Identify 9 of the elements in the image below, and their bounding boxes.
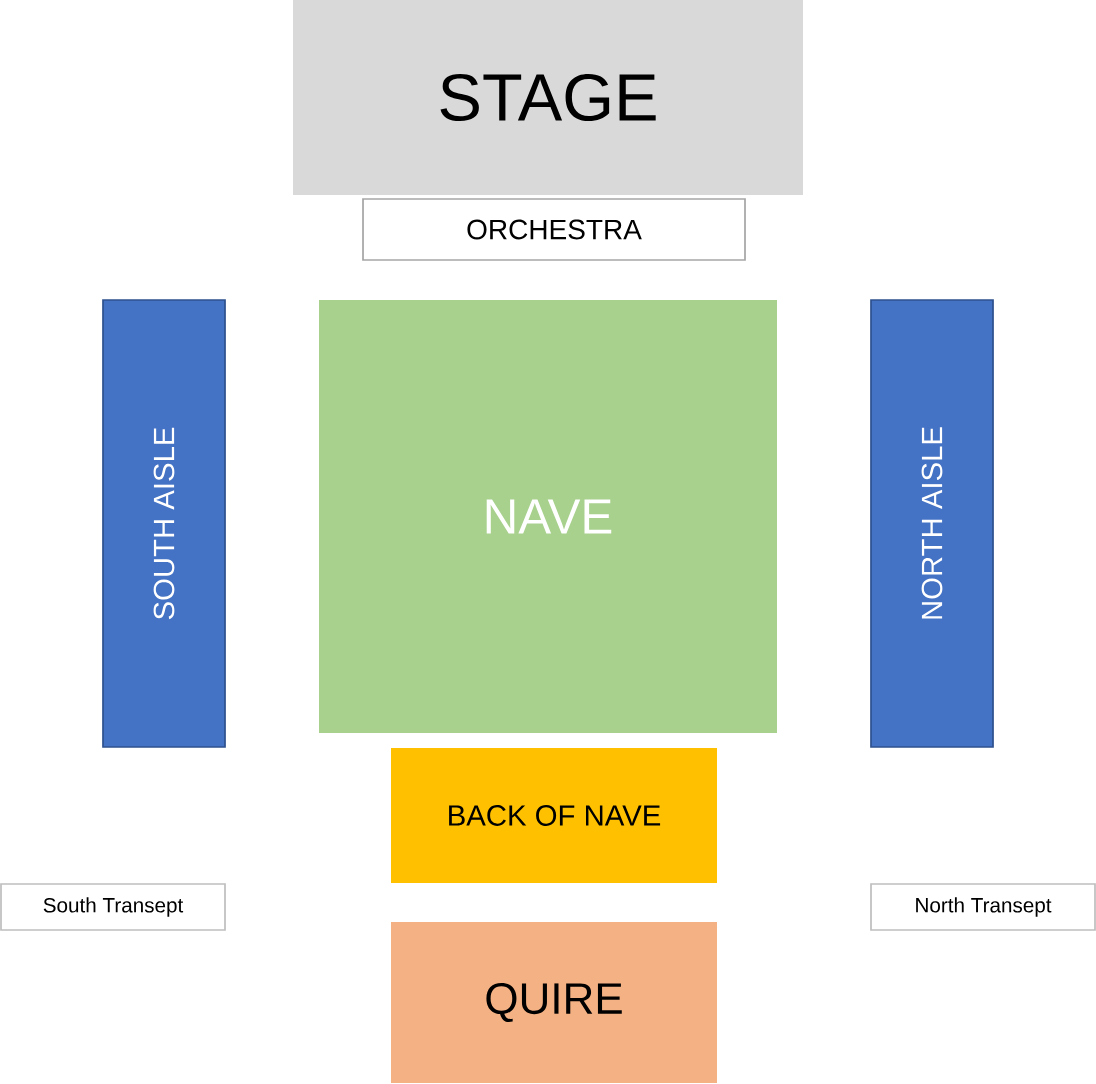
nave-box: NAVE [319, 300, 777, 733]
orchestra-box: ORCHESTRA [362, 198, 746, 261]
aisle-box: NORTH AISLE [870, 299, 994, 748]
transept-box: South Transept [0, 883, 226, 931]
back-of-nave-box: BACK OF NAVE [391, 748, 717, 883]
transept-box: North Transept [870, 883, 1096, 931]
stage-box: STAGE [293, 0, 803, 195]
aisle-box: SOUTH AISLE [102, 299, 226, 748]
quire-box: QUIRE [391, 922, 717, 1083]
